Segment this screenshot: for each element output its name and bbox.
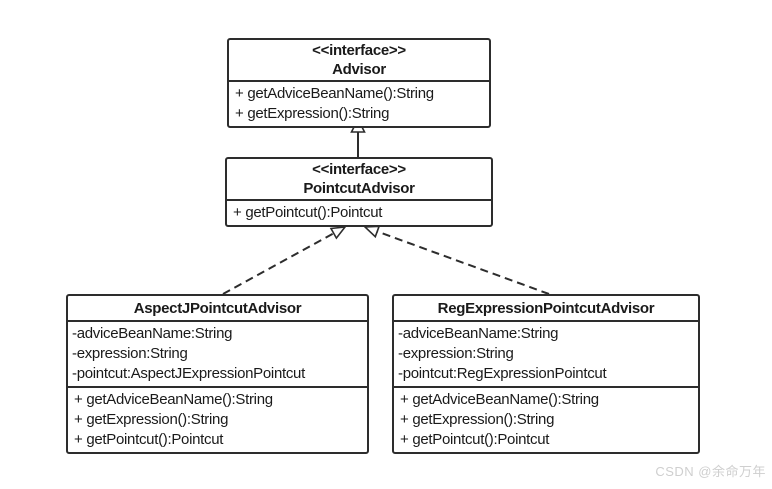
class-header: AspectJPointcutAdvisor [68,296,367,322]
attribute-item: -adviceBeanName:String [398,325,559,342]
method-item: + getPointcut():Pointcut [74,431,224,448]
attribute-item: -adviceBeanName:String [72,325,233,342]
method-item: + getExpression():String [400,411,555,428]
class-box-advisor: <<interface>> Advisor + getAdviceBeanNam… [227,38,491,128]
attribute-item: -expression:String [72,345,188,362]
method-item: + getPointcut():Pointcut [400,431,550,448]
realization-arrow-left-head-icon [329,226,347,240]
class-box-pointcut-advisor: <<interface>> PointcutAdvisor + getPoint… [225,157,493,227]
method-item: + getPointcut():Pointcut [233,204,383,221]
realization-arrow-right-head-icon [363,225,381,239]
watermark: CSDN @余命万年 [655,464,766,479]
method-item: + getAdviceBeanName():String [400,391,599,408]
attribute-item: -pointcut:AspectJExpressionPointcut [72,365,305,382]
class-name: RegExpressionPointcutAdvisor [437,300,655,317]
attributes-compartment: -adviceBeanName:String -expression:Strin… [68,322,367,388]
methods-compartment: + getAdviceBeanName():String + getExpres… [394,388,698,452]
realization-arrow-right-line [376,230,550,295]
class-box-regexpression-pointcut-advisor: RegExpressionPointcutAdvisor -adviceBean… [392,294,700,454]
attributes-compartment: -adviceBeanName:String -expression:Strin… [394,322,698,388]
stereotype-label: <<interface>> [312,161,406,178]
class-name: PointcutAdvisor [303,180,415,197]
attribute-item: -pointcut:RegExpressionPointcut [398,365,607,382]
stereotype-label: <<interface>> [312,42,406,59]
class-header: RegExpressionPointcutAdvisor [394,296,698,322]
class-header: <<interface>> PointcutAdvisor [227,159,491,201]
methods-compartment: + getAdviceBeanName():String + getExpres… [68,388,367,452]
method-item: + getAdviceBeanName():String [235,85,434,102]
method-item: + getExpression():String [74,411,229,428]
method-item: + getAdviceBeanName():String [74,391,273,408]
method-item: + getExpression():String [235,105,390,122]
methods-compartment: + getAdviceBeanName():String + getExpres… [229,82,489,126]
class-name: AspectJPointcutAdvisor [133,300,302,317]
class-header: <<interface>> Advisor [229,40,489,82]
methods-compartment: + getPointcut():Pointcut [227,201,491,225]
attribute-item: -expression:String [398,345,514,362]
class-name: Advisor [332,61,386,78]
realization-arrow-left-line [222,232,335,295]
class-box-aspectj-pointcut-advisor: AspectJPointcutAdvisor -adviceBeanName:S… [66,294,369,454]
